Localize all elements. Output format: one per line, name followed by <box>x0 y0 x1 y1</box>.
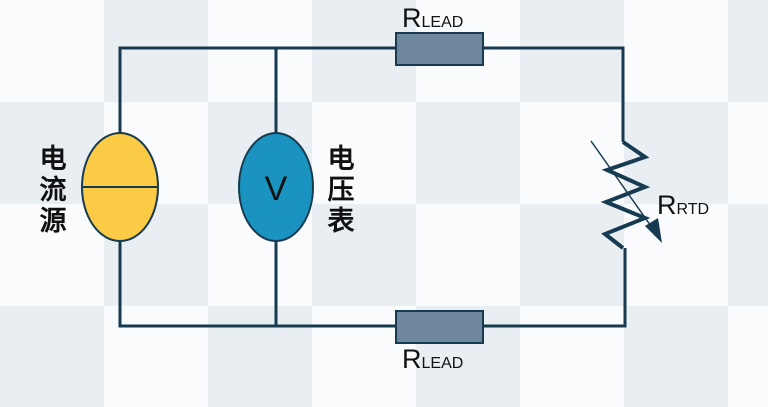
wires <box>118 46 627 328</box>
voltmeter-symbol: V <box>265 170 288 208</box>
current-source <box>81 132 159 242</box>
background-tile <box>728 306 768 407</box>
background-tile <box>624 306 728 407</box>
background-tile <box>416 204 520 306</box>
r-subscript: LEAD <box>421 355 464 372</box>
r-rtd-label: RRTD <box>657 189 709 221</box>
wire-bottom <box>118 241 627 328</box>
background-tile <box>728 0 768 102</box>
voltmeter-label: 电压表 <box>327 144 355 237</box>
background-tile <box>208 306 312 407</box>
rtd-zigzag <box>600 140 651 250</box>
r-symbol: R <box>657 190 677 220</box>
background-tile <box>0 306 104 407</box>
lead-resistor-top <box>395 32 484 66</box>
variable-arrow-head-icon <box>645 218 662 243</box>
voltmeter: V <box>238 132 314 242</box>
r-subscript: RTD <box>676 201 710 218</box>
r-subscript: LEAD <box>421 14 464 31</box>
background-tile <box>624 0 728 102</box>
background-tile <box>520 306 624 407</box>
variable-arrow-line <box>590 140 654 230</box>
current-source-label: 电流源 <box>39 144 67 237</box>
background-tile <box>312 204 416 306</box>
background-tile <box>0 204 104 306</box>
wire-top <box>118 46 625 142</box>
background-tile <box>208 0 312 102</box>
background-tile <box>312 102 416 204</box>
background-tile <box>728 102 768 204</box>
background-tile <box>0 0 104 102</box>
r-symbol: R <box>402 344 422 374</box>
lead-resistor-bottom <box>395 310 484 344</box>
rtd-resistor <box>590 140 662 250</box>
r-lead-top-label: RLEAD <box>402 2 463 34</box>
r-lead-bottom-label: RLEAD <box>402 343 463 375</box>
background-tile <box>416 102 520 204</box>
background-tile <box>520 102 624 204</box>
background-tile <box>520 0 624 102</box>
background-tile <box>520 204 624 306</box>
r-symbol: R <box>402 3 422 33</box>
background-tile <box>728 204 768 306</box>
